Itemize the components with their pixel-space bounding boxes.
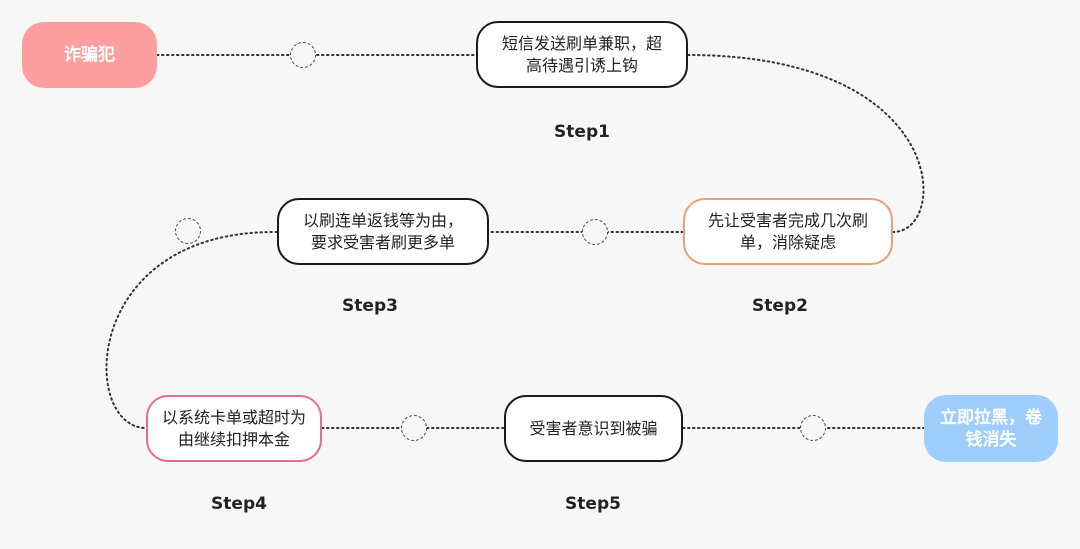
connector-dot	[800, 415, 826, 441]
step2-node: 先让受害者完成几次刷 单，消除疑虑	[683, 198, 893, 265]
connector-step1-step2	[687, 54, 925, 233]
connector-step3-step4	[105, 230, 278, 429]
step1-label: Step1	[554, 122, 610, 142]
step4-label: Step4	[211, 494, 267, 514]
step3-label: Step3	[342, 296, 398, 316]
scammer-node: 诈骗犯	[22, 22, 157, 88]
step5-label: Step5	[565, 494, 621, 514]
connector-dot	[582, 219, 608, 245]
step1-node: 短信发送刷单兼职，超 高待遇引诱上钩	[476, 21, 688, 88]
step3-node: 以刷连单返钱等为由， 要求受害者刷更多单	[277, 198, 489, 265]
step5-node: 受害者意识到被骗	[504, 395, 683, 462]
step2-label: Step2	[752, 296, 808, 316]
connector-dot	[401, 415, 427, 441]
connector-dot	[290, 42, 316, 68]
step4-node: 以系统卡单或超时为 由继续扣押本金	[146, 395, 322, 462]
connector-dot	[175, 218, 201, 244]
result-node: 立即拉黑，卷 钱消失	[924, 395, 1058, 462]
